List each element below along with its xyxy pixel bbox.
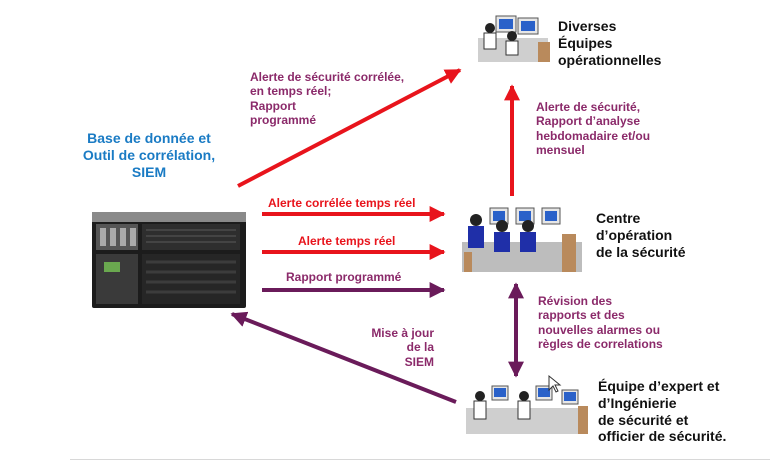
ops-team-line: opérationnelles [558,51,662,68]
soc-line: Centre [596,210,641,226]
label-line: Alerte de sécurité corrélée, [250,70,405,84]
ops-team-line: Diverses [558,18,617,34]
soc-label: Centre d’opération de la sécurité [596,210,686,260]
label-line: Rapport d’analyse [536,114,641,129]
label-realtime: Alerte temps réel [298,234,396,248]
ops-team-label: Diverses Équipes opérationnelles [558,18,661,68]
label-soc-to-ops: Alerte de sécurité, Rapport d’analyse he… [536,100,650,158]
label-line: Rapport [250,98,296,113]
workstation-group-icon-experts [466,385,588,434]
workstation-group-icon-soc [462,207,582,272]
label-correlated-realtime: Alerte corrélée temps réel [268,196,416,210]
soc-line: de la sécurité [596,243,686,260]
label-line: nouvelles alarmes ou [538,322,661,337]
label-line: rapports et des [538,308,625,323]
siem-title-line: Outil de corrélation, [82,146,216,163]
label-line: de la [406,340,434,355]
siem-title: Base de donnée et Outil de corrélation, … [66,130,232,180]
soc-line: d’opération [596,226,673,243]
label-line: mensuel [536,143,585,158]
label-line: SIEM [404,354,434,369]
experts-line: Équipe d’expert et [598,378,720,394]
label-siem-update: Mise à jour de la SIEM [344,326,434,369]
label-line: en temps réel; [250,84,332,99]
label-line: Mise à jour [371,326,434,340]
arrow-siem-update [230,311,457,404]
server-rack-icon [92,212,246,308]
siem-title-line: SIEM [131,163,167,180]
label-soc-experts: Révision des rapports et des nouvelles a… [538,294,663,352]
label-line: Alerte de sécurité, [536,100,641,114]
label-line: hebdomadaire et/ou [536,128,651,143]
label-line: règles de correlations [538,337,663,352]
cursor-icon [548,374,562,393]
siem-title-line: Base de donnée et [87,130,211,146]
workstation-group-icon-ops [478,15,550,62]
label-line: Révision des [538,294,613,308]
label-siem-to-ops: Alerte de sécurité corrélée, en temps ré… [250,70,404,128]
label-scheduled-report: Rapport programmé [286,270,402,284]
bottom-divider [70,459,770,460]
arrow-siem-to-ops [237,68,462,188]
experts-label: Équipe d’expert et d’Ingénierie de sécur… [598,378,726,445]
experts-line: d’Ingénierie [598,394,677,411]
ops-team-line: Équipes [558,34,613,51]
experts-line: de sécurité et [598,411,689,428]
experts-line: officier de sécurité. [598,428,727,445]
label-line: programmé [250,113,317,128]
